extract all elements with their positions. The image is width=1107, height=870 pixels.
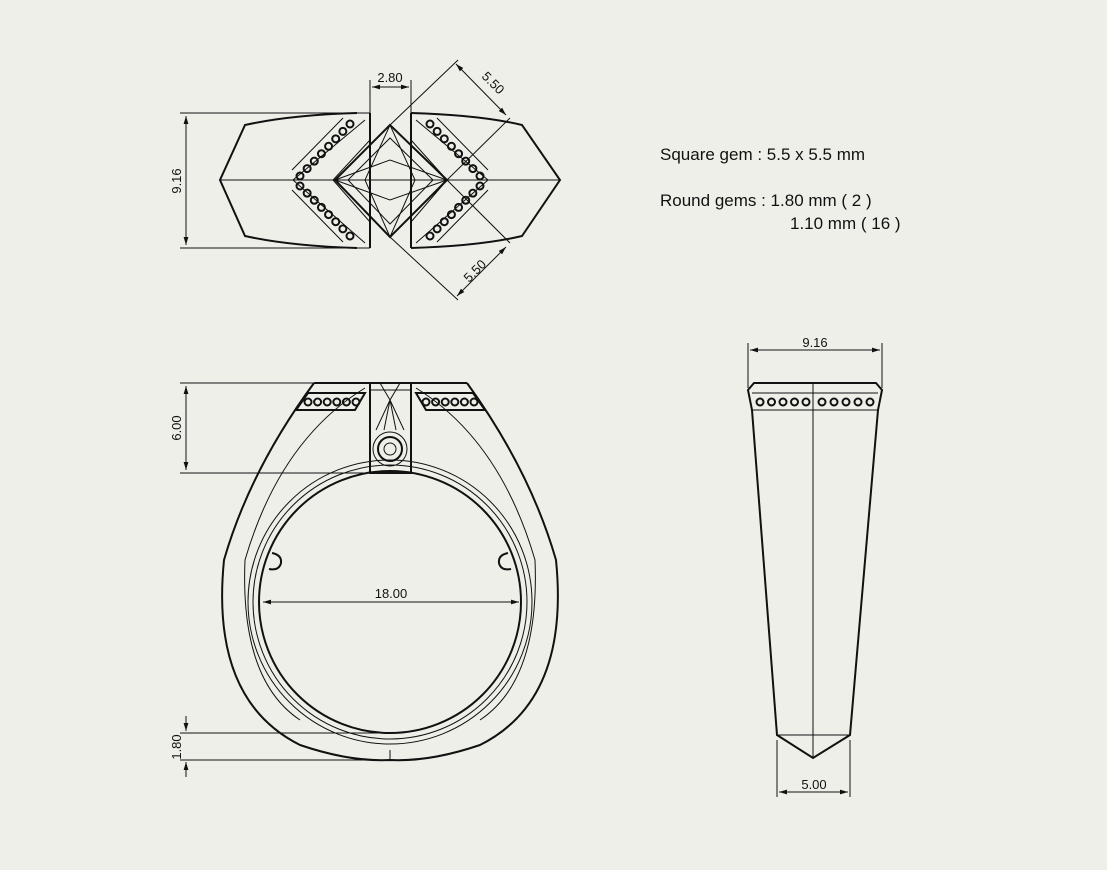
side-outline (746, 382, 884, 760)
pave-gem (351, 397, 361, 407)
pave-gem (338, 126, 348, 136)
pave-gem (316, 149, 326, 159)
pave-gem (425, 231, 435, 241)
pave-gem (841, 397, 851, 407)
gem-side-dim-bottom: 5.50 (461, 257, 490, 286)
round-gems-note: Round gems : 1.80 mm ( 2 ) (660, 191, 872, 210)
pave-gem (767, 397, 776, 407)
height-dim: 6.00 (169, 415, 184, 440)
pave-gem (345, 119, 355, 129)
side-view: 9.16 5.00 (746, 335, 884, 797)
pave-gem (295, 181, 305, 191)
front-view: 6.00 18.00 1.80 (169, 382, 559, 777)
inner-diameter-dim: 18.00 (375, 586, 408, 601)
pave-gems (295, 119, 485, 241)
gem-side-dim-top: 5.50 (479, 69, 508, 98)
pave-gem (295, 171, 305, 181)
pave-gem (450, 397, 460, 407)
pave-gem (829, 397, 839, 407)
gap-dim: 2.80 (377, 70, 402, 85)
side-bottom-width-dim: 5.00 (801, 777, 826, 792)
pave-gem (439, 217, 449, 227)
pave-gem (459, 397, 469, 407)
pave-gem (475, 181, 485, 191)
pave-gem (469, 397, 479, 407)
round-gems-note-2: 1.10 mm ( 16 ) (790, 214, 901, 233)
pave-gem (303, 397, 313, 407)
pave-gem (446, 141, 456, 151)
pave-gem (322, 397, 332, 407)
pave-gem (316, 202, 326, 212)
pave-gem (439, 134, 449, 144)
pave-gem (309, 156, 319, 166)
pave-gem (454, 202, 464, 212)
pave-gem (468, 164, 478, 174)
square-gem (333, 123, 449, 239)
pave-gem (338, 224, 348, 234)
pave-gem (324, 141, 334, 151)
round-gem (377, 436, 403, 462)
pave-gem (341, 397, 351, 407)
pave-gem (421, 397, 431, 407)
pave-gem (313, 397, 323, 407)
side-top-width-dim: 9.16 (802, 335, 827, 350)
pave-gem (302, 164, 312, 174)
pave-gem (440, 397, 450, 407)
top-view: 9.16 2.80 5.50 5.50 (169, 59, 562, 301)
pave-gem (425, 119, 435, 129)
shank-thickness-dim: 1.80 (169, 734, 184, 759)
pave-gem (755, 397, 765, 407)
gem-setting (369, 382, 412, 474)
square-gem-note: Square gem : 5.5 x 5.5 mm (660, 145, 865, 164)
pave-gem (853, 397, 863, 407)
top-width-dim: 9.16 (169, 168, 184, 193)
pave-gem (431, 397, 441, 407)
pave-gem (468, 188, 478, 198)
pave-gem (432, 126, 442, 136)
pave-gem (332, 397, 342, 407)
pave-gem (461, 156, 471, 166)
pave-gem (302, 188, 312, 198)
pave-gem (778, 397, 788, 407)
pave-gem (309, 195, 319, 205)
pave-gem (865, 397, 875, 407)
pave-gem (324, 210, 334, 220)
pave-gem (454, 149, 464, 159)
pave-gems-row (755, 397, 875, 407)
pave-gem (331, 134, 341, 144)
pave-gem (790, 397, 799, 407)
pave-gem (345, 231, 355, 241)
pave-gem (817, 397, 827, 407)
pave-gem (432, 224, 442, 234)
pave-gem (801, 397, 811, 407)
pave-gem (331, 217, 341, 227)
ring-outer-outline (221, 382, 559, 762)
pave-gem (461, 195, 471, 205)
pave-gem (475, 171, 485, 181)
pave-gems-side (303, 397, 479, 407)
pave-gem (446, 210, 456, 220)
